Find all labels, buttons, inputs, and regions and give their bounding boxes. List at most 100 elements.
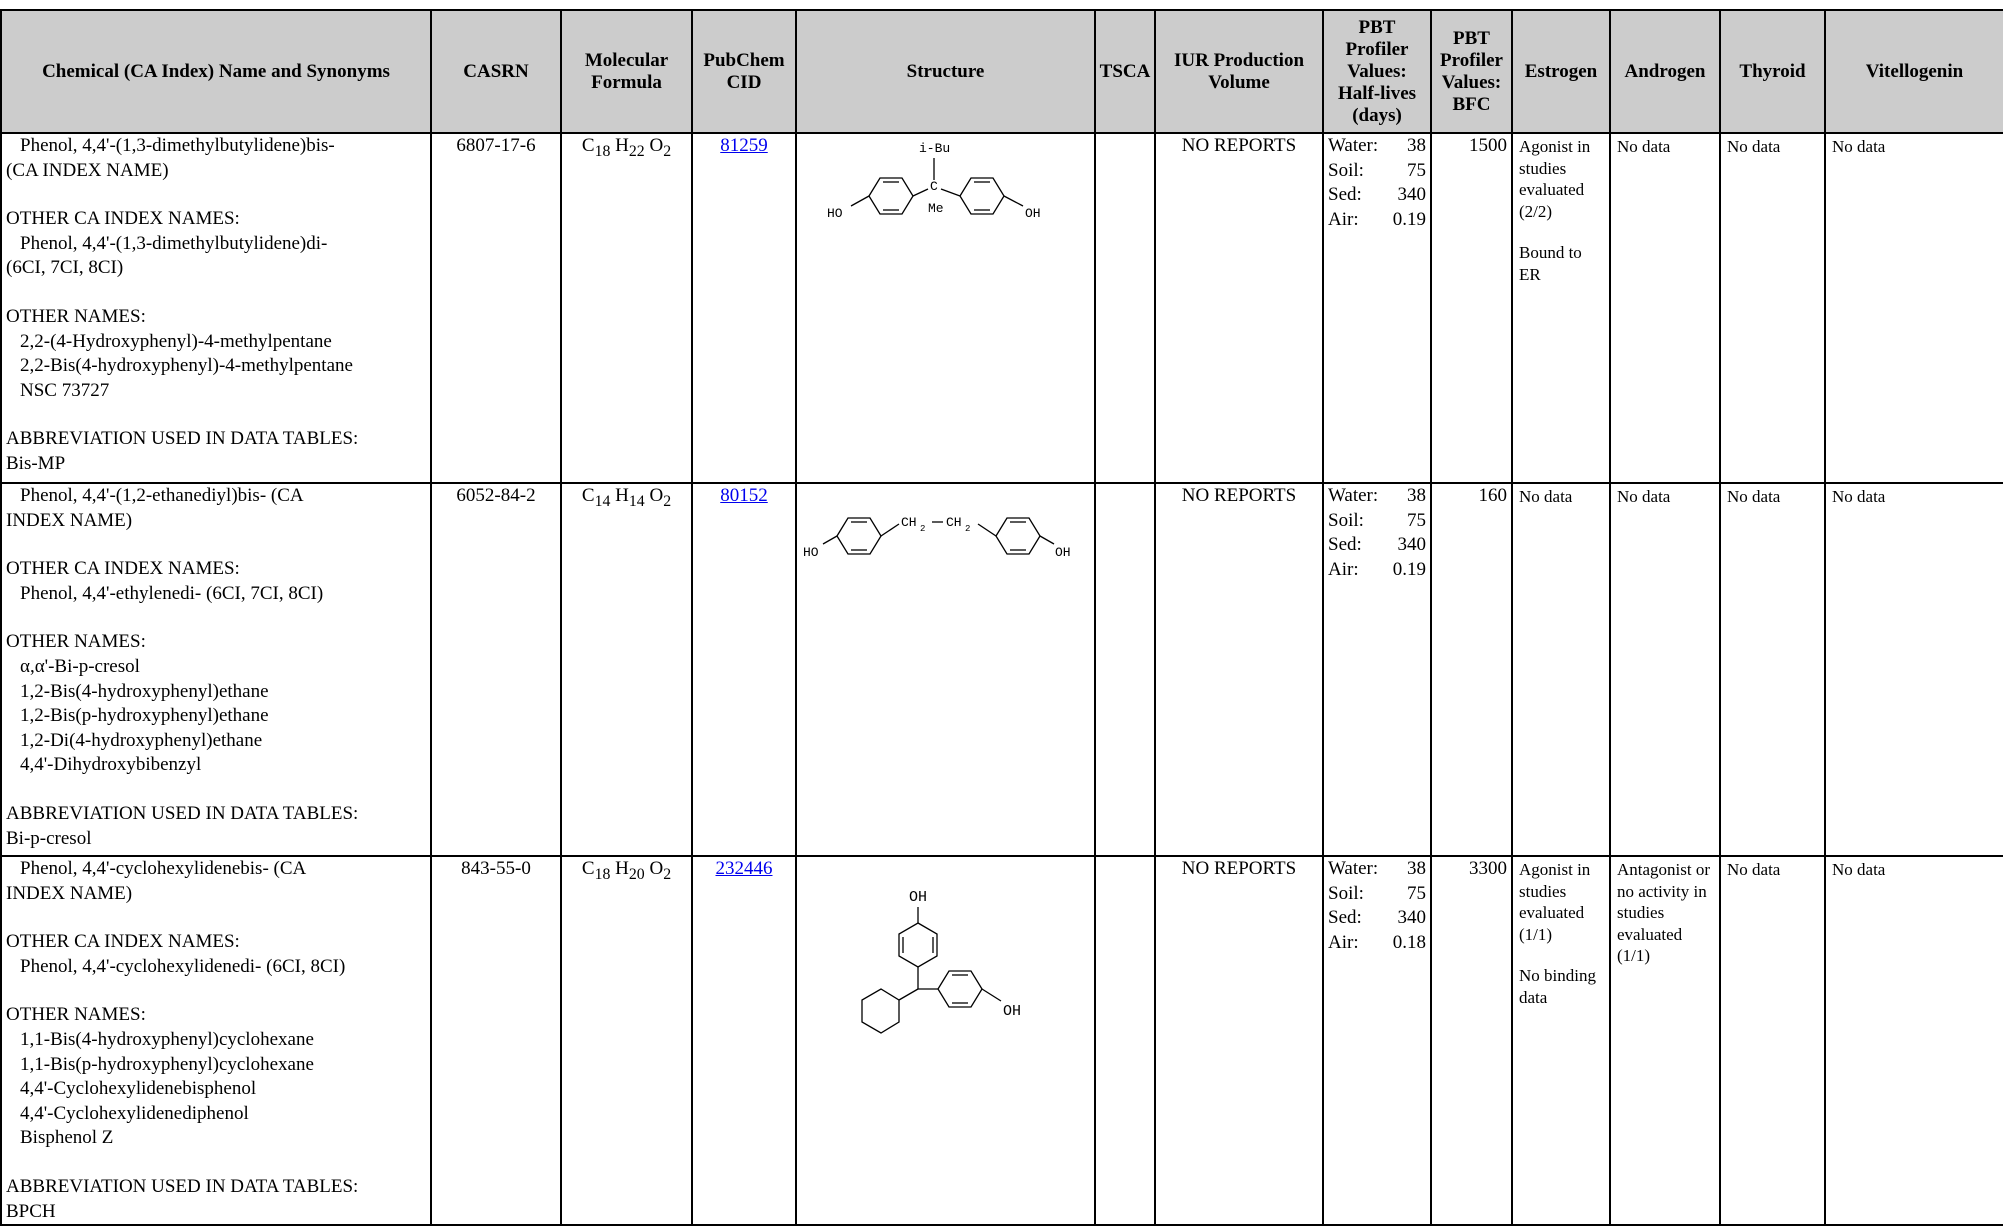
- vitellogenin-cell: No data: [1824, 132, 2003, 484]
- ca-index-name: Phenol, 4,4'-(1,3-dimethylbutylidene)bis…: [20, 135, 335, 156]
- other-name: Bisphenol Z: [20, 1127, 114, 1149]
- header-casrn: CASRN: [430, 9, 562, 134]
- header-iur: IUR Production Volume: [1154, 9, 1324, 134]
- other-name: α,α'-Bi-p-cresol: [20, 655, 140, 677]
- pbt-bfc-cell: 3300: [1430, 854, 1513, 1226]
- chemical-data-table: Chemical (CA Index) Name and Synonyms CA…: [0, 9, 2003, 1226]
- structure-cell: CH 2 CH 2 HO OH: [795, 482, 1096, 857]
- other-names-label: OTHER NAMES:: [6, 631, 146, 653]
- ca-index-name-cont: INDEX NAME): [6, 882, 133, 904]
- pbt-half-lives-cell: Water:38 Soil:75 Sed:340 Air:0.19: [1322, 482, 1432, 857]
- ca-index-name: Phenol, 4,4'-(1,2-ethanediyl)bis- (CA: [20, 485, 304, 506]
- other-name: 4,4'-Cyclohexylidenediphenol: [20, 1102, 249, 1124]
- other-ca-name: (6CI, 7CI, 8CI): [6, 257, 124, 279]
- pbt-soil: Soil:75: [1328, 509, 1426, 531]
- abbreviation: BPCH: [6, 1200, 56, 1222]
- header-structure: Structure: [795, 9, 1096, 134]
- abbreviation: Bi-p-cresol: [6, 827, 92, 849]
- header-tsca: TSCA: [1094, 9, 1156, 134]
- pbt-air: Air:0.18: [1328, 931, 1426, 953]
- other-ca-name: Phenol, 4,4'-(1,3-dimethylbutylidene)di-: [20, 232, 328, 254]
- iur-cell: NO REPORTS: [1154, 132, 1324, 484]
- header-formula: Molecular Formula: [560, 9, 693, 134]
- pubchem-cid-link[interactable]: 232446: [715, 858, 773, 879]
- pbt-sed: Sed:340: [1328, 534, 1426, 556]
- other-name: 4,4'-Cyclohexylidenebisphenol: [20, 1078, 257, 1100]
- table-row: Phenol, 4,4'-(1,2-ethanediyl)bis- (CA IN…: [0, 482, 2003, 857]
- estrogen-cell: Agonist in studies evaluated (1/1) No bi…: [1511, 854, 1611, 1226]
- ca-index-name: Phenol, 4,4'-cyclohexylidenebis- (CA: [20, 858, 307, 879]
- other-name: NSC 73727: [20, 379, 110, 401]
- structure-diagram-bpch: OH OH: [861, 889, 1021, 1034]
- pbt-bfc-cell: 160: [1430, 482, 1513, 857]
- table-row: Phenol, 4,4'-cyclohexylidenebis- (CA IND…: [0, 854, 2003, 1226]
- thyroid-cell: No data: [1719, 482, 1826, 857]
- chemical-names-cell: Phenol, 4,4'-cyclohexylidenebis- (CA IND…: [0, 854, 432, 1226]
- pbt-water: Water:38: [1328, 135, 1426, 156]
- pubchem-cid-cell: 80152: [691, 482, 797, 857]
- pbt-sed: Sed:340: [1328, 907, 1426, 929]
- svg-text:C: C: [930, 179, 938, 194]
- other-ca-name: Phenol, 4,4'-cyclohexylidenedi- (6CI, 8C…: [20, 955, 346, 977]
- casrn-cell: 6807-17-6: [430, 132, 562, 484]
- other-name: 2,2-Bis(4-hydroxyphenyl)-4-methylpentane: [20, 355, 353, 377]
- pbt-half-lives-cell: Water:38 Soil:75 Sed:340 Air:0.19: [1322, 132, 1432, 484]
- chemical-names-cell: Phenol, 4,4'-(1,2-ethanediyl)bis- (CA IN…: [0, 482, 432, 857]
- svg-text:Me: Me: [928, 201, 944, 216]
- formula-cell: C18 H20 O2: [560, 854, 693, 1226]
- header-row: Chemical (CA Index) Name and Synonyms CA…: [0, 9, 2003, 134]
- header-androgen: Androgen: [1609, 9, 1721, 134]
- chemical-names-cell: Phenol, 4,4'-(1,3-dimethylbutylidene)bis…: [0, 132, 432, 484]
- iur-cell: NO REPORTS: [1154, 854, 1324, 1226]
- androgen-cell: No data: [1609, 482, 1721, 857]
- ca-index-name-cont: (CA INDEX NAME): [6, 159, 169, 181]
- structure-diagram-bi-p-cresol: CH 2 CH 2 HO OH: [803, 515, 1071, 560]
- header-name: Chemical (CA Index) Name and Synonyms: [0, 9, 432, 134]
- pbt-sed: Sed:340: [1328, 184, 1426, 206]
- svg-text:2: 2: [965, 524, 970, 534]
- other-name: 4,4'-Dihydroxybibenzyl: [20, 754, 202, 776]
- pubchem-cid-link[interactable]: 80152: [720, 485, 768, 506]
- pbt-water: Water:38: [1328, 485, 1426, 506]
- vitellogenin-cell: No data: [1824, 482, 2003, 857]
- formula-cell: C14 H14 O2: [560, 482, 693, 857]
- structure-diagram-bis-mp: i-Bu C Me HO OH: [827, 141, 1041, 221]
- casrn-cell: 843-55-0: [430, 854, 562, 1226]
- header-thyroid: Thyroid: [1719, 9, 1826, 134]
- header-pubchem-cid: PubChem CID: [691, 9, 797, 134]
- structure-cell: i-Bu C Me HO OH: [795, 132, 1096, 484]
- other-name: 2,2-(4-Hydroxyphenyl)-4-methylpentane: [20, 330, 332, 352]
- vitellogenin-cell: No data: [1824, 854, 2003, 1226]
- thyroid-cell: No data: [1719, 132, 1826, 484]
- androgen-cell: No data: [1609, 132, 1721, 484]
- svg-text:OH: OH: [1025, 206, 1041, 221]
- other-ca-label: OTHER CA INDEX NAMES:: [6, 931, 240, 953]
- abbreviation-label: ABBREVIATION USED IN DATA TABLES:: [6, 1175, 359, 1197]
- tsca-cell: [1094, 854, 1156, 1226]
- pubchem-cid-cell: 81259: [691, 132, 797, 484]
- casrn-cell: 6052-84-2: [430, 482, 562, 857]
- svg-text:CH: CH: [901, 515, 917, 530]
- thyroid-cell: No data: [1719, 854, 1826, 1226]
- structure-cell: OH OH: [795, 854, 1096, 1226]
- pubchem-cid-link[interactable]: 81259: [720, 135, 768, 156]
- other-name: 1,1-Bis(p-hydroxyphenyl)cyclohexane: [20, 1053, 314, 1075]
- other-name: 1,2-Di(4-hydroxyphenyl)ethane: [20, 729, 263, 751]
- iur-cell: NO REPORTS: [1154, 482, 1324, 857]
- pbt-air: Air:0.19: [1328, 558, 1426, 580]
- other-ca-name: Phenol, 4,4'-ethylenedi- (6CI, 7CI, 8CI): [20, 582, 324, 604]
- svg-text:i-Bu: i-Bu: [919, 141, 950, 156]
- svg-text:2: 2: [920, 524, 925, 534]
- estrogen-cell: No data: [1511, 482, 1611, 857]
- header-pbt-bfc: PBT Profiler Values: BFC: [1430, 9, 1513, 134]
- table-row: Phenol, 4,4'-(1,3-dimethylbutylidene)bis…: [0, 132, 2003, 484]
- header-vitellogenin: Vitellogenin: [1824, 9, 2003, 134]
- tsca-cell: [1094, 132, 1156, 484]
- svg-text:HO: HO: [803, 545, 819, 560]
- other-name: 1,2-Bis(4-hydroxyphenyl)ethane: [20, 680, 269, 702]
- abbreviation-label: ABBREVIATION USED IN DATA TABLES:: [6, 428, 359, 450]
- abbreviation: Bis-MP: [6, 452, 66, 474]
- estrogen-cell: Agonist in studies evaluated (2/2) Bound…: [1511, 132, 1611, 484]
- other-name: 1,1-Bis(4-hydroxyphenyl)cyclohexane: [20, 1028, 314, 1050]
- other-names-label: OTHER NAMES:: [6, 1004, 146, 1026]
